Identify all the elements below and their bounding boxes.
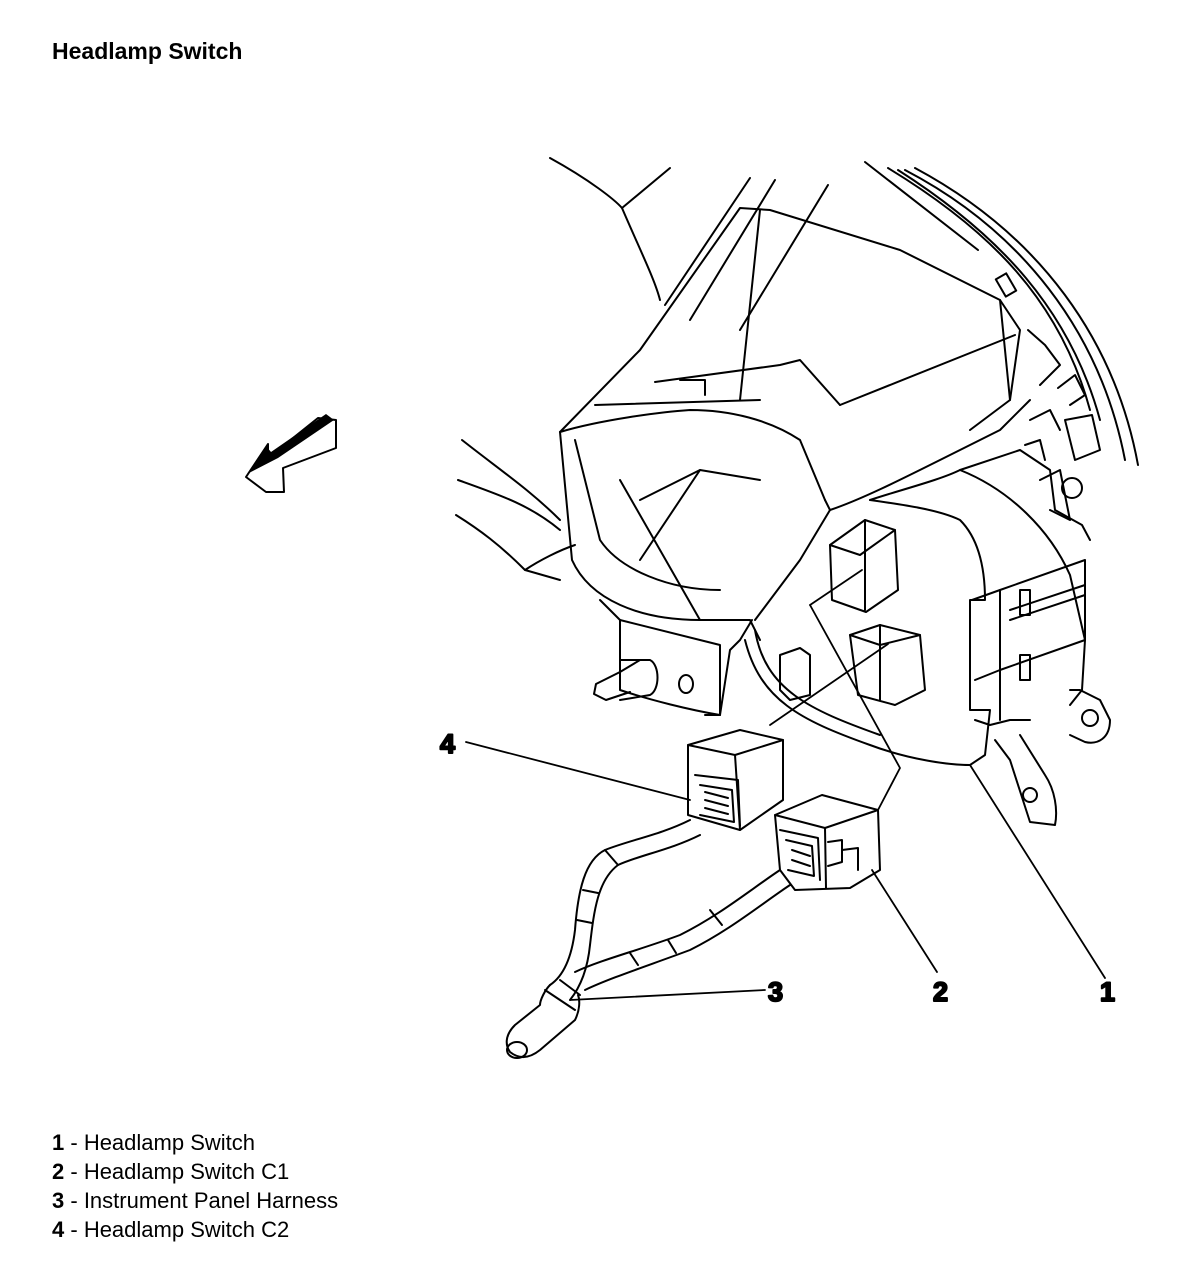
- legend-number: 4: [52, 1217, 65, 1242]
- dash-trim-lines: [549, 157, 1139, 466]
- legend-item: 3 - Instrument Panel Harness: [52, 1186, 338, 1215]
- callout-1: 1: [1100, 977, 1115, 1007]
- leader-lines: [465, 569, 1106, 1001]
- headlamp-switch-housing: [744, 329, 1111, 826]
- legend-label: Instrument Panel Harness: [83, 1188, 339, 1213]
- legend-item: 1 - Headlamp Switch: [52, 1128, 338, 1157]
- legend-separator: -: [64, 1159, 84, 1184]
- legend-number: 3: [52, 1188, 65, 1213]
- connector-c1: [774, 794, 881, 891]
- legend-label: Headlamp Switch C1: [83, 1159, 290, 1184]
- instrument-panel-harness: [505, 819, 791, 1059]
- column-cover: [559, 207, 1031, 716]
- legend-item: 2 - Headlamp Switch C1: [52, 1157, 338, 1186]
- mounting-stud: [593, 619, 721, 716]
- component-legend: 1 - Headlamp Switch 2 - Headlamp Switch …: [52, 1128, 338, 1244]
- callout-2: 2: [933, 977, 948, 1007]
- legend-number: 1: [52, 1130, 65, 1155]
- legend-label: Headlamp Switch C2: [83, 1217, 290, 1242]
- legend-label: Headlamp Switch: [83, 1130, 255, 1155]
- legend-item: 4 - Headlamp Switch C2: [52, 1215, 338, 1244]
- diagram-title: Headlamp Switch: [52, 38, 243, 64]
- dash-panel-left: [455, 439, 721, 716]
- forward-arrow-icon: [245, 414, 337, 493]
- callout-4: 4: [440, 729, 455, 759]
- legend-number: 2: [52, 1159, 65, 1184]
- legend-separator: -: [64, 1217, 84, 1242]
- connector-c2: [687, 729, 784, 831]
- legend-separator: -: [64, 1130, 84, 1155]
- legend-separator: -: [64, 1188, 84, 1213]
- callout-3: 3: [768, 977, 783, 1007]
